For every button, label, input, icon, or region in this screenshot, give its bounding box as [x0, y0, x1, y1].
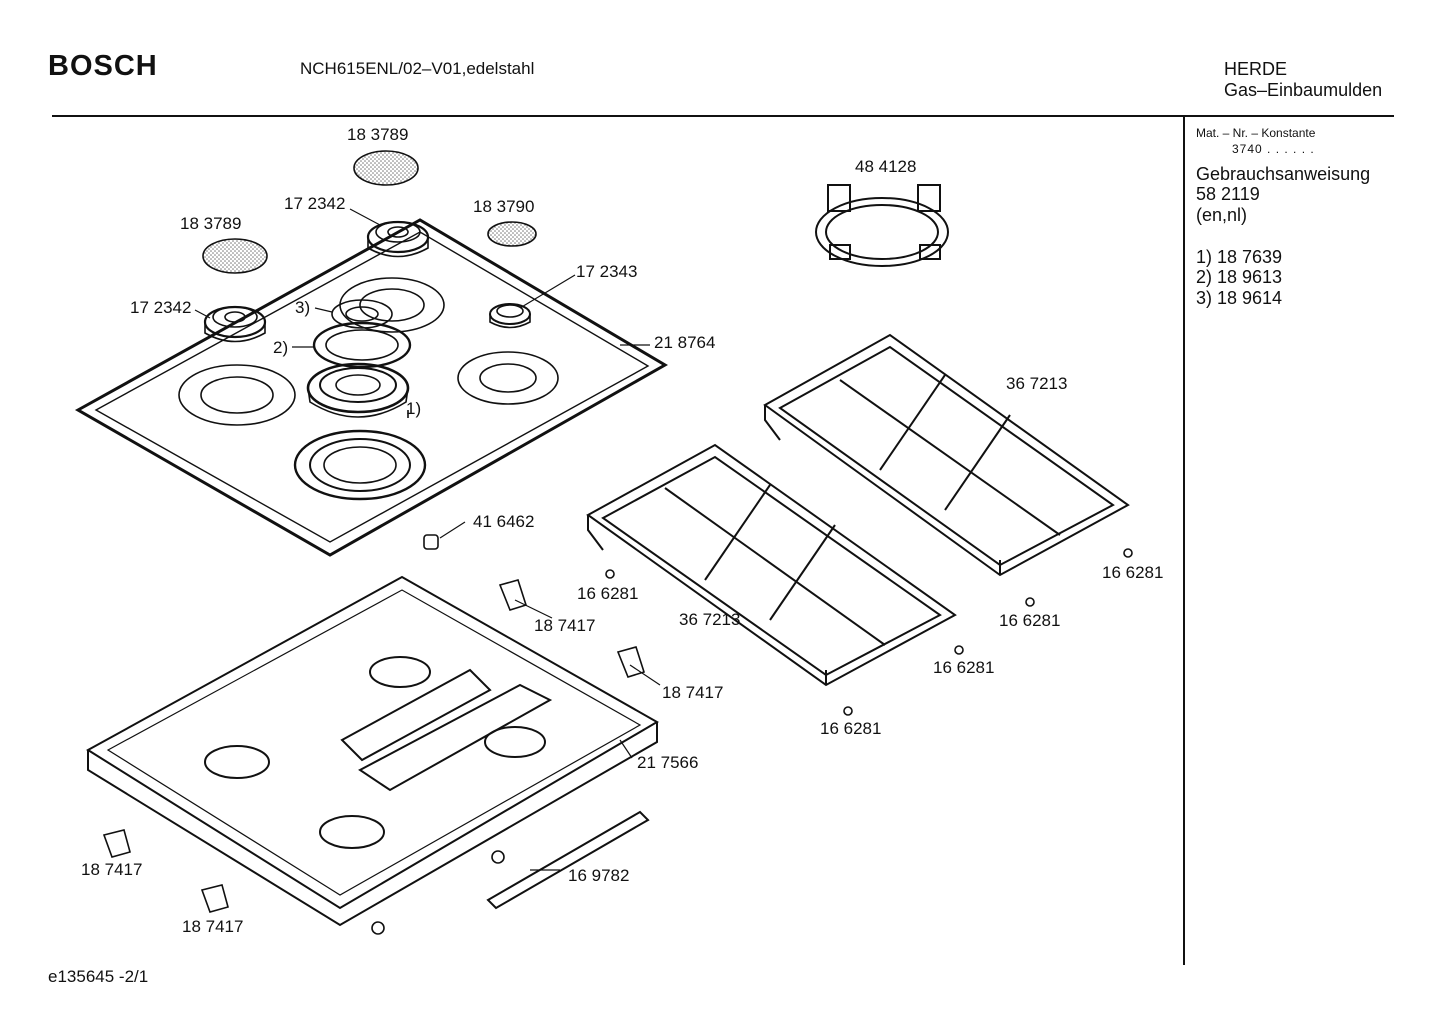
- category-title: HERDE: [1224, 59, 1288, 79]
- screw-166281-b: [1123, 548, 1133, 558]
- burner-172342-left: [203, 305, 267, 343]
- wok-burner-1: [306, 362, 410, 418]
- clip-187417-d: [200, 884, 229, 913]
- label-166281-d: 16 6281: [933, 658, 994, 677]
- label-note-1: 1): [406, 399, 421, 418]
- label-166281-e: 16 6281: [820, 719, 881, 738]
- label-484128: 48 4128: [855, 157, 916, 176]
- cooktop-top-plate: [74, 218, 668, 557]
- knob-416462: [423, 534, 439, 550]
- screw-166281-d: [954, 645, 964, 655]
- base-tray-217566: [86, 575, 659, 927]
- screw-166281-c: [1025, 597, 1035, 607]
- sidebar-divider: [1183, 115, 1185, 965]
- note-1: 1) 18 7639: [1196, 247, 1283, 267]
- label-367213-left: 36 7213: [679, 610, 740, 629]
- label-217566: 21 7566: [637, 753, 698, 772]
- pan-support-367213-right: [763, 333, 1130, 577]
- label-218764: 21 8764: [654, 333, 715, 352]
- note-2: 2) 18 9613: [1196, 267, 1283, 287]
- burner-ring-2: [312, 321, 412, 369]
- label-172342-top: 17 2342: [284, 194, 345, 213]
- label-183789-top: 18 3789: [347, 125, 408, 144]
- screw-166281-a: [605, 569, 615, 579]
- label-note-3: 3): [295, 298, 310, 317]
- foot-right: [371, 921, 385, 935]
- header-divider: [52, 115, 1394, 117]
- foot-left: [491, 850, 505, 864]
- label-187417-b: 18 7417: [662, 683, 723, 702]
- wok-ring-484128: [815, 184, 949, 267]
- manual-languages: (en,nl): [1196, 205, 1248, 225]
- clip-187417-b: [616, 646, 646, 678]
- burner-cap-3: [331, 299, 393, 329]
- label-183790: 18 3790: [473, 197, 534, 216]
- manual-title: Gebrauchsanweisung: [1196, 164, 1371, 184]
- bosch-logo: BOSCH: [48, 50, 158, 82]
- burner-cap-183789-top: [353, 150, 419, 186]
- label-166281-c: 16 6281: [999, 611, 1060, 630]
- exploded-parts-diagram: 18 3789 18 3789 17 2342 18 3790 17 2343 …: [74, 125, 1163, 936]
- mat-nr-value: 3740 . . . . . .: [1232, 142, 1315, 156]
- note-3: 3) 18 9614: [1196, 288, 1283, 308]
- label-367213-right: 36 7213: [1006, 374, 1067, 393]
- label-172343: 17 2343: [576, 262, 637, 281]
- drawing-code: e135645 -2/1: [48, 967, 149, 986]
- label-187417-a: 18 7417: [534, 616, 595, 635]
- label-172342-left: 17 2342: [130, 298, 191, 317]
- label-187417-d: 18 7417: [182, 917, 243, 936]
- label-note-2: 2): [273, 338, 288, 357]
- burner-cap-183790: [487, 221, 537, 247]
- screw-166281-e: [843, 706, 853, 716]
- burner-172343: [489, 303, 531, 329]
- manual-number: 58 2119: [1196, 184, 1260, 204]
- mat-nr-label: Mat. – Nr. – Konstante: [1196, 126, 1316, 140]
- clip-187417-c: [102, 829, 131, 858]
- burner-172342-top: [366, 220, 430, 258]
- leader-lines: [194, 208, 661, 871]
- category-subtitle: Gas–Einbaumulden: [1224, 80, 1383, 100]
- label-166281-b: 16 6281: [1102, 563, 1163, 582]
- model-number: NCH615ENL/02–V01,edelstahl: [300, 59, 535, 78]
- pan-support-367213-left: [586, 443, 957, 687]
- label-169782: 16 9782: [568, 866, 629, 885]
- label-183789-left: 18 3789: [180, 214, 241, 233]
- label-187417-c: 18 7417: [81, 860, 142, 879]
- label-416462: 41 6462: [473, 512, 534, 531]
- seal-strip-169782: [486, 810, 650, 910]
- label-166281-a: 16 6281: [577, 584, 638, 603]
- burner-cap-183789-left: [202, 238, 268, 274]
- clip-187417-a: [498, 579, 528, 611]
